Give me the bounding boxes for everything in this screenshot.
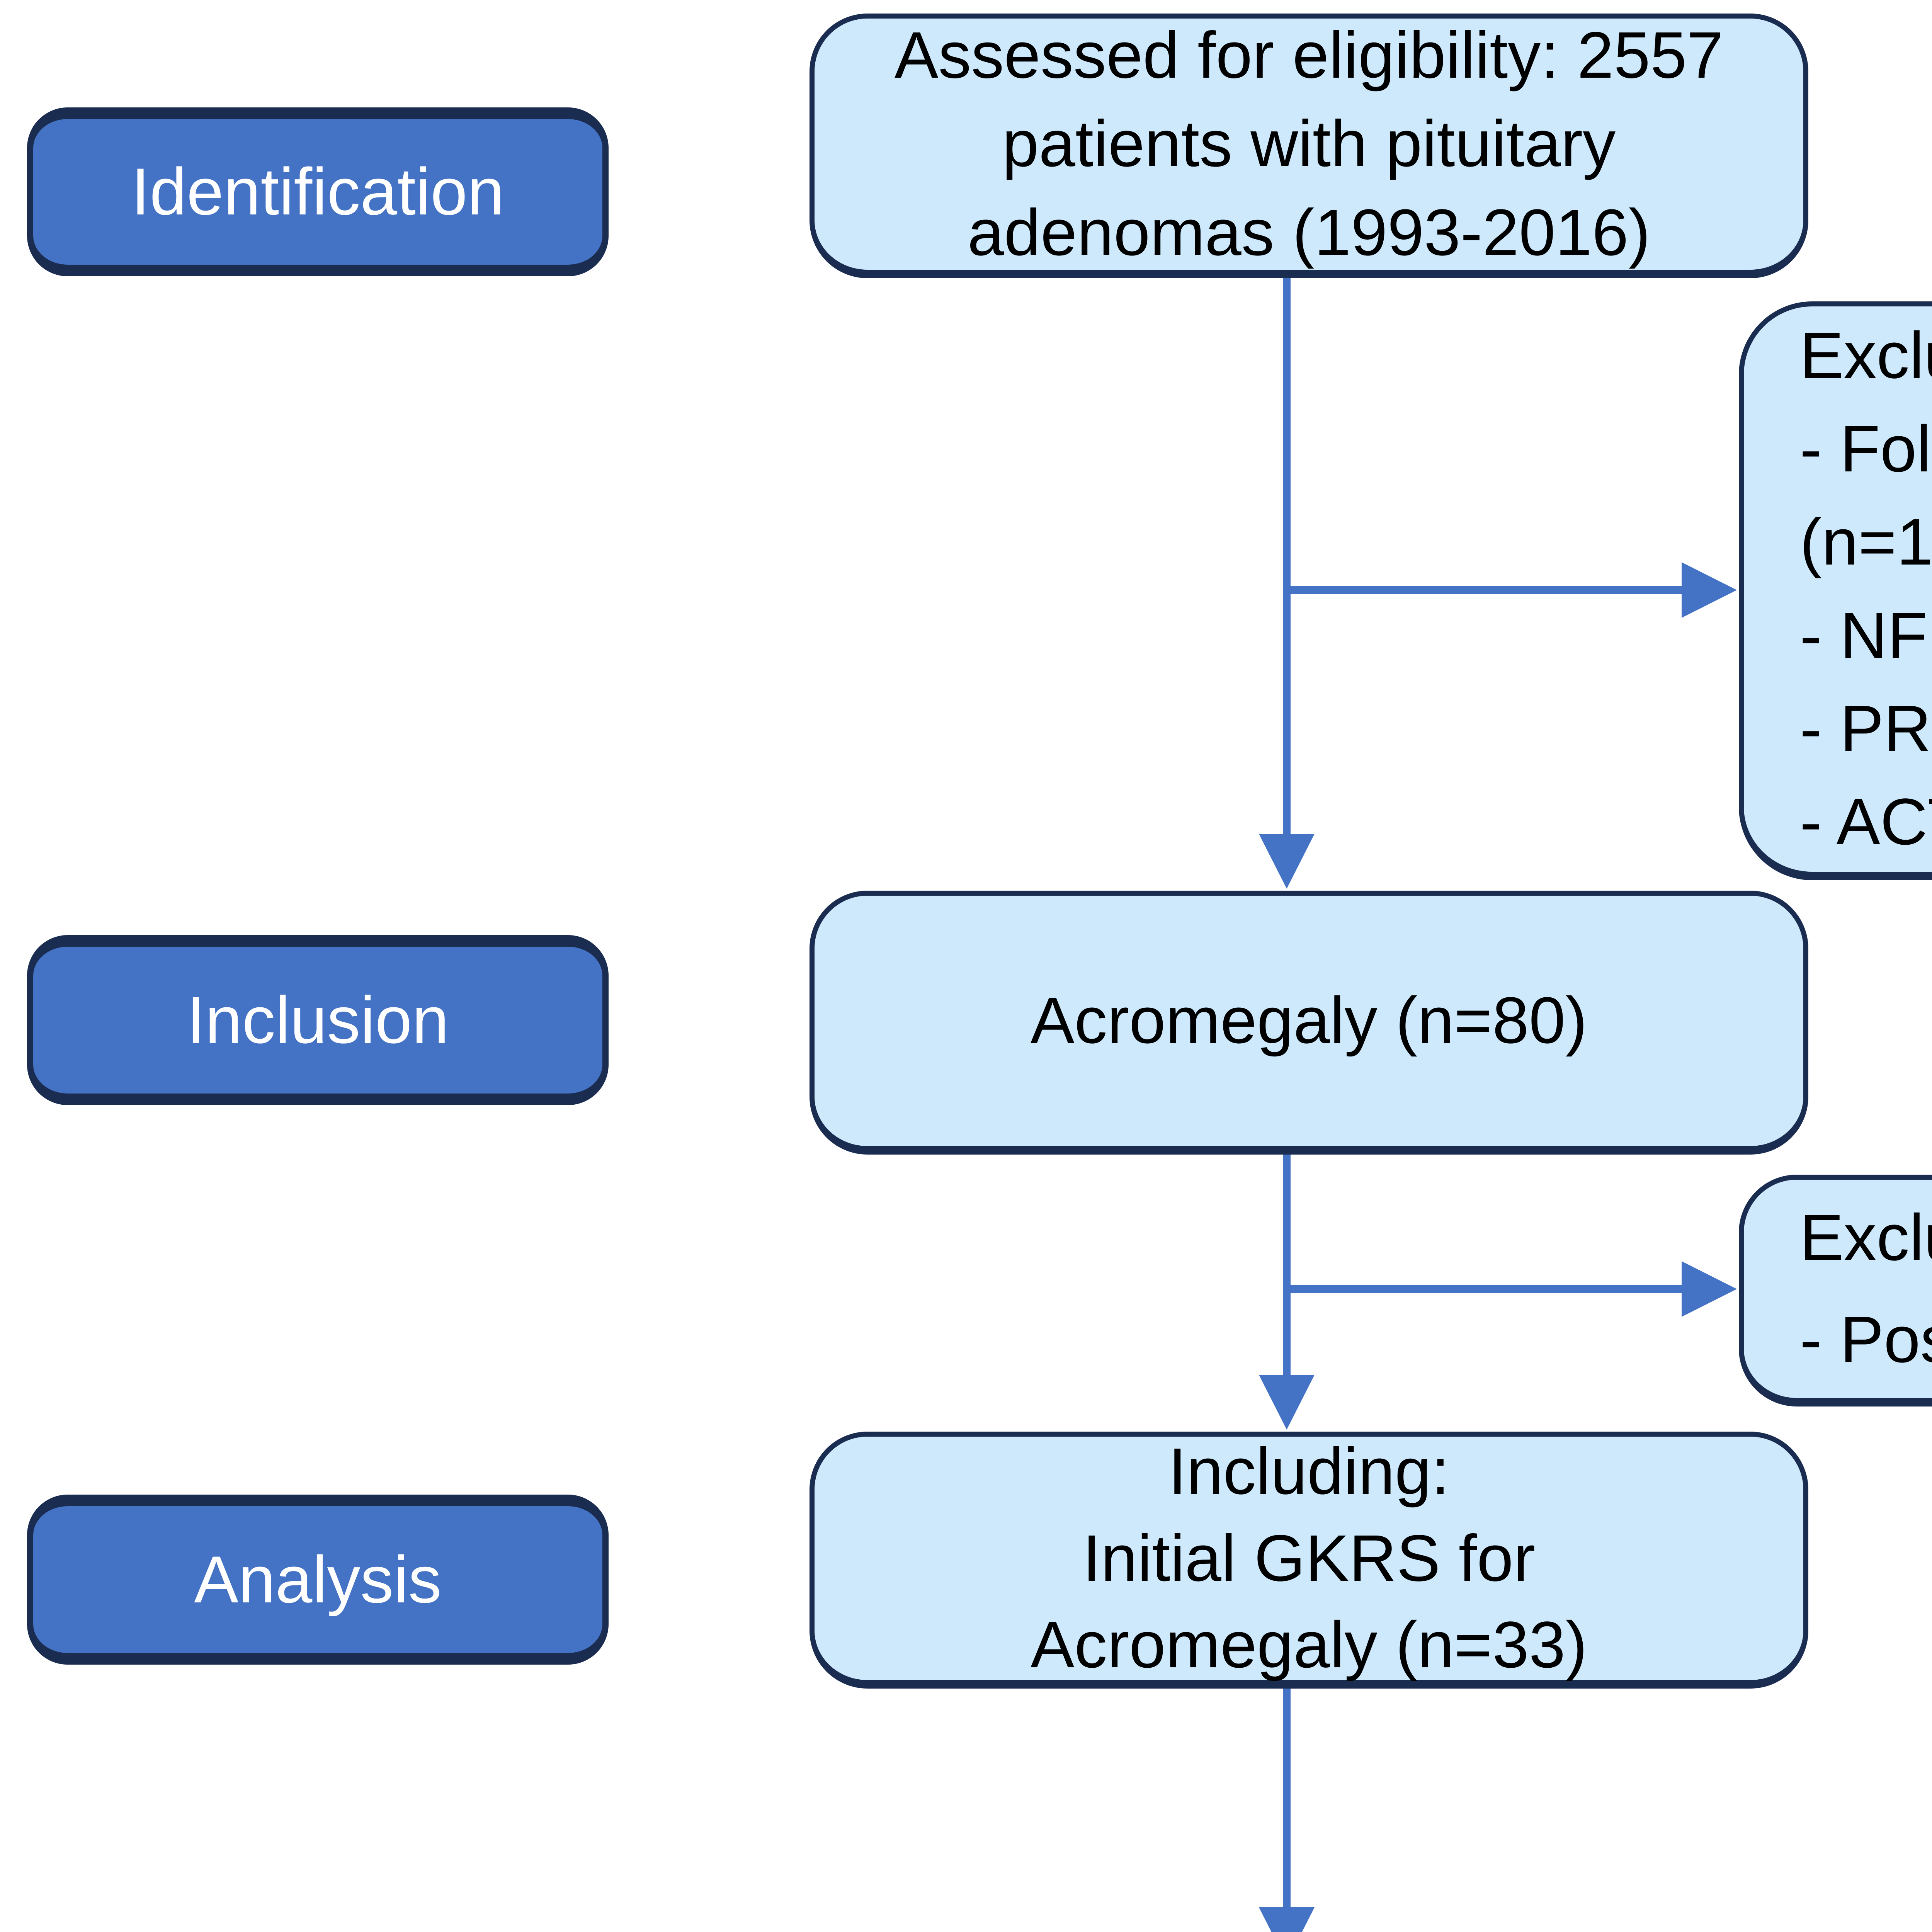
stage-label-identification: Identification [131, 155, 505, 229]
excluding2-line-2: - Post-operation (n=47) [1800, 1303, 1932, 1376]
excluding1-line-2: - Follow-up < 12 months [1800, 412, 1932, 486]
stage-label-inclusion: Inclusion [187, 983, 449, 1057]
stage-box-analysis: Analysis [27, 1495, 609, 1665]
arrow-eligibility-to-acromegaly [1259, 278, 1315, 889]
arrow-acromegaly-to-including [1259, 1154, 1315, 1430]
excluding1-line-5: - PRL (n=287) [1800, 692, 1932, 765]
eligibility-line-1: Assessed for eligibility: 2557 [894, 18, 1723, 92]
box-excluding-first: Excluding: - Follow-up < 12 months (n=18… [1739, 301, 1932, 880]
excluding1-line-3: (n=1806) [1800, 505, 1932, 579]
box-acromegaly: Acromegaly (n=80) [810, 891, 1808, 1155]
excluding1-line-4: - NFPA (n=370) [1800, 599, 1932, 672]
arrow-including-to-followup [1259, 1689, 1315, 1932]
eligibility-line-3: adenomas (1993-2016) [967, 196, 1651, 269]
excluding2-line-1: Excluding: [1800, 1201, 1932, 1274]
including-line-3: Acromegaly (n=33) [1031, 1608, 1587, 1682]
stage-box-identification: Identification [27, 107, 609, 276]
stage-box-inclusion: Inclusion [27, 935, 609, 1105]
including-line-2: Initial GKRS for [1082, 1521, 1536, 1595]
including-line-1: Including: [1168, 1435, 1450, 1509]
eligibility-line-2: patients with pituitary [1002, 107, 1616, 181]
stage-label-analysis: Analysis [194, 1542, 442, 1617]
box-excluding-second: Excluding: - Post-operation (n=47) [1739, 1175, 1932, 1406]
box-assessed-eligibility: Assessed for eligibility: 2557 patients … [810, 14, 1808, 278]
excluding1-line-1: Excluding: [1800, 319, 1932, 393]
acromegaly-label: Acromegaly (n=80) [1031, 984, 1587, 1058]
arrow-branch-to-excluding-2 [1287, 1261, 1737, 1317]
box-including-gkrs: Including: Initial GKRS for Acromegaly (… [810, 1432, 1808, 1689]
excluding1-line-6: - ACTH (n=14) [1800, 785, 1932, 859]
arrow-branch-to-excluding-1 [1287, 562, 1737, 618]
